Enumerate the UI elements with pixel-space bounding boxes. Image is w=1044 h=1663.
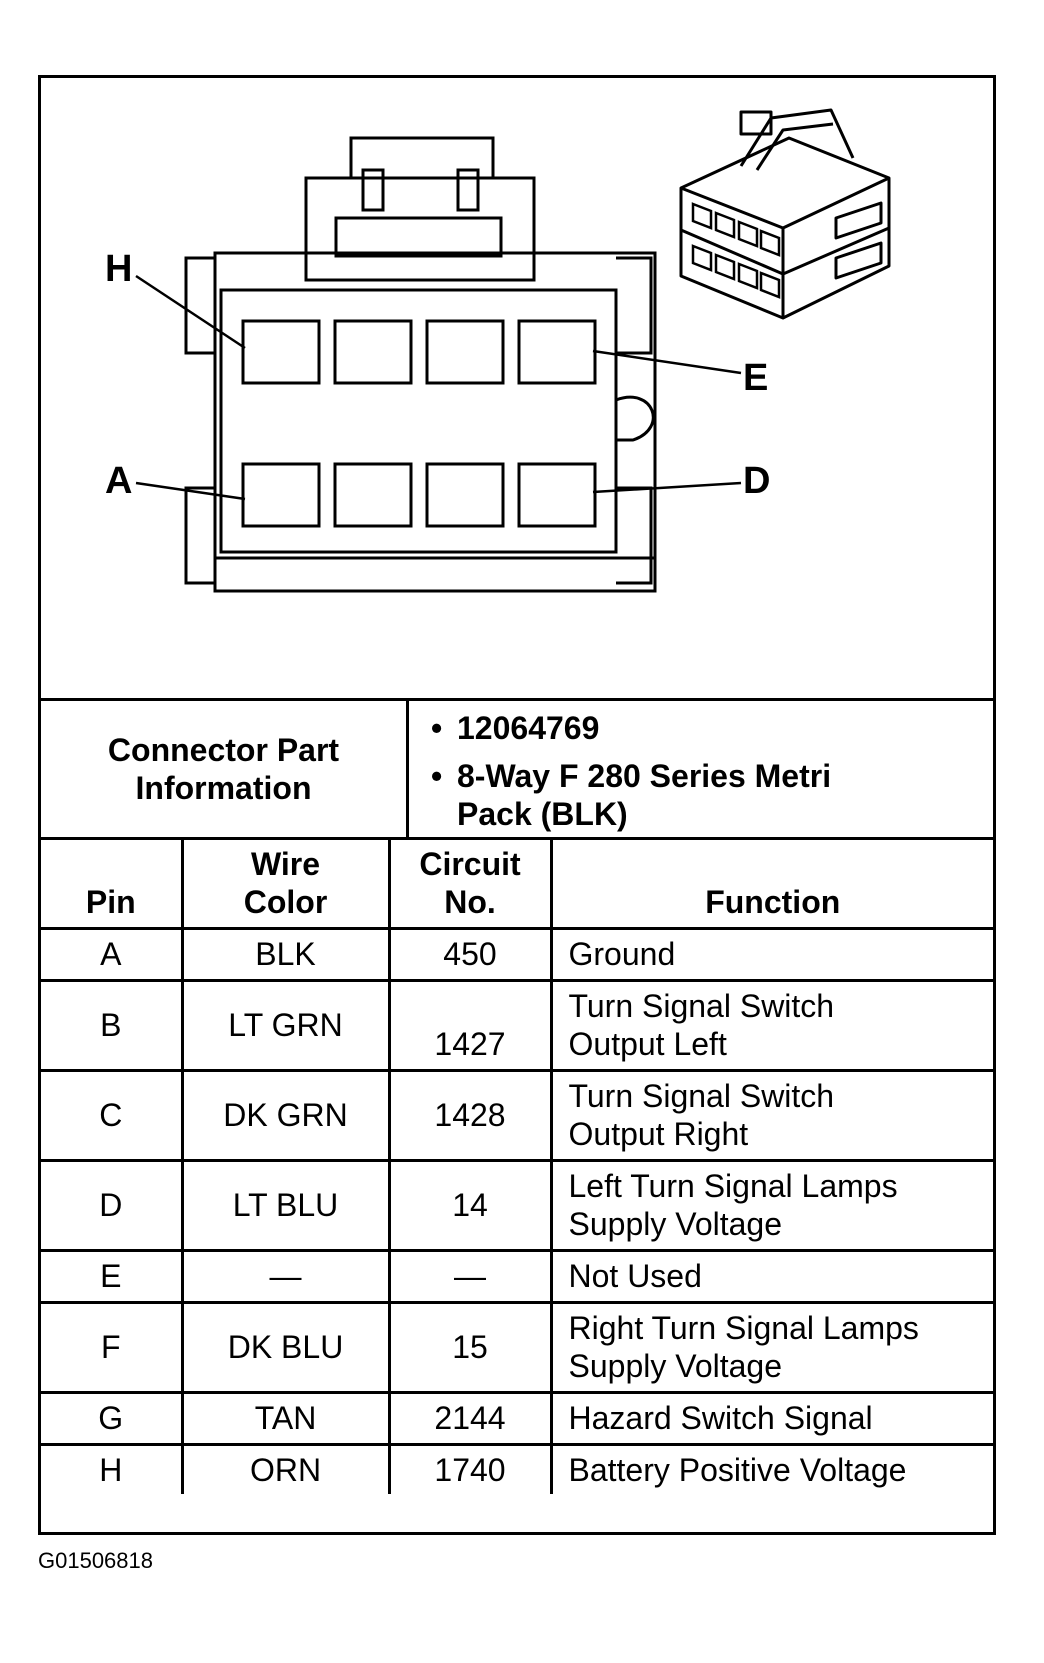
header-wire-color: Wire Color — [180, 840, 391, 930]
connector-body — [213, 251, 657, 593]
connector-part-info: Connector Part Information 12064769 8-Wa… — [41, 698, 993, 840]
wire-color-cell: LT BLU — [180, 1158, 391, 1252]
pin-cell: C — [41, 1068, 184, 1162]
table-row: C DK GRN 1428 Turn Signal Switch Output … — [41, 1068, 993, 1162]
latch-tab — [349, 136, 495, 178]
cavity-d — [517, 462, 597, 528]
wire-color-cell: LT GRN — [180, 978, 391, 1072]
function-cell: Turn Signal Switch Output Left — [549, 978, 993, 1072]
pin-cell: E — [41, 1248, 184, 1304]
function-cell: Ground — [549, 926, 993, 982]
pin-table: Pin Wire Color Circuit No. Function A BL… — [41, 840, 993, 1494]
connector-diagram: H E A D — [41, 78, 993, 698]
connector-description: 8-Way F 280 Series Metri Pack (BLK) — [421, 757, 877, 833]
pin-cell: H — [41, 1442, 184, 1494]
polarization-notch — [615, 395, 655, 442]
table-row: E — — Not Used — [41, 1248, 993, 1304]
connector-figure: H E A D — [38, 75, 996, 1535]
cavity-b — [333, 462, 413, 528]
table-row: F DK BLU 15 Right Turn Signal Lamps Supp… — [41, 1300, 993, 1394]
header-circuit-no: Circuit No. — [387, 840, 553, 930]
circuit-cell: 1428 — [387, 1068, 553, 1162]
table-row: B LT GRN 1427 Turn Signal Switch Output … — [41, 978, 993, 1072]
pin-cell: G — [41, 1390, 184, 1446]
cavity-h — [241, 319, 321, 385]
circuit-cell: 450 — [387, 926, 553, 982]
pin-cell: B — [41, 978, 184, 1072]
part-number: 12064769 — [421, 709, 877, 747]
pin-cell: D — [41, 1158, 184, 1252]
function-cell: Not Used — [549, 1248, 993, 1304]
circuit-cell: 15 — [387, 1300, 553, 1394]
function-cell: Hazard Switch Signal — [549, 1390, 993, 1446]
circuit-cell: 2144 — [387, 1390, 553, 1446]
pin-cell: F — [41, 1300, 184, 1394]
figure-code: G01506818 — [38, 1548, 153, 1573]
cavity-g — [333, 319, 413, 385]
table-row: A BLK 450 Ground — [41, 926, 993, 982]
wire-color-cell: ORN — [180, 1442, 391, 1494]
leader-d — [592, 481, 742, 494]
connector-isometric-illustration — [679, 108, 891, 320]
leader-h — [135, 274, 246, 350]
pin-label-h: H — [105, 248, 132, 290]
function-cell: Left Turn Signal Lamps Supply Voltage — [549, 1158, 993, 1252]
header-pin: Pin — [41, 840, 184, 930]
function-cell: Right Turn Signal Lamps Supply Voltage — [549, 1300, 993, 1394]
table-row: G TAN 2144 Hazard Switch Signal — [41, 1390, 993, 1446]
leader-e — [592, 349, 742, 375]
pin-label-a: A — [105, 460, 132, 502]
info-label: Connector Part Information — [107, 732, 340, 806]
function-cell: Battery Positive Voltage — [549, 1442, 993, 1494]
circuit-cell: 1740 — [387, 1442, 553, 1494]
latch-outer — [304, 176, 536, 282]
wire-color-cell: BLK — [180, 926, 391, 982]
circuit-cell: 1427 — [387, 978, 553, 1072]
cavity-f — [425, 319, 505, 385]
table-row: D LT BLU 14 Left Turn Signal Lamps Suppl… — [41, 1158, 993, 1252]
part-info-list: 12064769 8-Way F 280 Series Metri Pack (… — [421, 709, 877, 833]
circuit-cell: 14 — [387, 1158, 553, 1252]
pin-label-d: D — [743, 460, 770, 502]
table-row: H ORN 1740 Battery Positive Voltage — [41, 1442, 993, 1494]
wire-color-cell: DK GRN — [180, 1068, 391, 1162]
pin-cell: A — [41, 926, 184, 982]
leader-a — [135, 481, 246, 501]
header-function: Function — [549, 840, 993, 930]
cavity-e — [517, 319, 597, 385]
function-cell: Turn Signal Switch Output Right — [549, 1068, 993, 1162]
wire-color-cell: — — [180, 1248, 391, 1304]
wire-color-cell: TAN — [180, 1390, 391, 1446]
connector-inner — [219, 288, 618, 554]
latch-inner — [334, 216, 503, 258]
cavity-a — [241, 462, 321, 528]
pin-label-e: E — [743, 357, 768, 399]
wire-color-cell: DK BLU — [180, 1300, 391, 1394]
circuit-cell: — — [387, 1248, 553, 1304]
cavity-c — [425, 462, 505, 528]
